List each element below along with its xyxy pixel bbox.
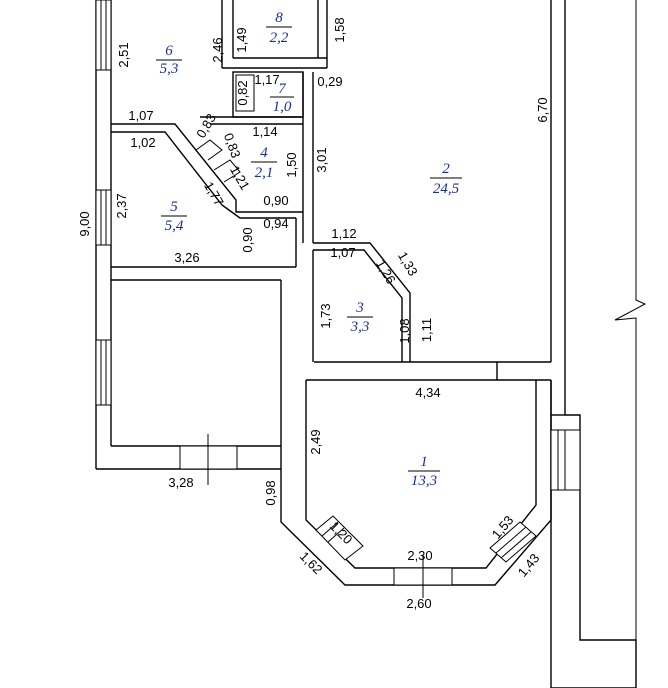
dim-r2-left: 3,01 <box>314 147 329 172</box>
dim-r5-r1: 0,90 <box>240 227 255 252</box>
dim-r4-bottom: 0,90 <box>263 193 288 208</box>
dim-c4-a: 0,83 <box>193 111 219 140</box>
dim-r3-d2: 1,26 <box>373 257 399 286</box>
room-1-area: 13,3 <box>411 473 437 489</box>
room-5-area: 5,4 <box>165 218 184 234</box>
dim-r5-r2: 0,94 <box>263 216 288 231</box>
room-7-area: 1,0 <box>273 99 292 115</box>
dim-c4-c: 1,02 <box>130 135 155 150</box>
window-left-3 <box>95 339 112 406</box>
room-6-number: 6 <box>165 43 173 59</box>
dim-r1-bottom: 2,30 <box>407 548 432 563</box>
dim-r7-right: 0,29 <box>317 74 342 89</box>
outer-walls <box>95 0 647 688</box>
dim-r2-right: 6,70 <box>535 97 550 122</box>
dim-r3-top1: 1,12 <box>331 226 356 241</box>
room-5-number: 5 <box>170 199 178 215</box>
room-labels: 8 2,2 6 5,3 7 1,0 4 2,1 2 24,5 5 5,4 3 3… <box>156 10 462 489</box>
room-6-area: 5,3 <box>160 61 179 77</box>
room-7-number: 7 <box>278 81 287 97</box>
dim-r6-left: 2,51 <box>116 42 131 67</box>
room-8-number: 8 <box>275 10 283 26</box>
dim-r3-r2: 1,11 <box>419 318 434 342</box>
dim-r1-left: 2,49 <box>308 429 323 454</box>
dim-r3-top2: 1,07 <box>330 245 355 260</box>
dim-r7-left: 0,82 <box>235 80 250 105</box>
dim-r1-top: 4,34 <box>415 385 440 400</box>
dim-r7-top: 1,17 <box>254 72 279 87</box>
dim-r6-right: 2,46 <box>210 37 225 62</box>
interior-walls <box>111 0 498 380</box>
room-8-area: 2,2 <box>270 30 289 46</box>
dim-r1-bottom2: 2,60 <box>406 596 431 611</box>
window-bay-left <box>315 515 364 561</box>
windows <box>95 0 581 598</box>
dim-total-left: 9,00 <box>77 211 92 236</box>
dim-r1-dl2: 1,62 <box>297 549 326 578</box>
room-3-number: 3 <box>355 300 364 316</box>
dim-r3-d1: 1,33 <box>395 249 421 278</box>
room-1-number: 1 <box>420 454 428 470</box>
dim-c4-top: 1,07 <box>128 108 153 123</box>
dim-r5-left: 2,37 <box>114 193 129 218</box>
room-2-number: 2 <box>442 161 450 177</box>
dim-r3-left: 1,73 <box>318 303 333 328</box>
dim-r1-dr2: 1,43 <box>515 551 543 580</box>
dim-r4-right: 1,50 <box>284 152 299 177</box>
dim-lower-bottom: 3,28 <box>168 475 193 490</box>
room-2-area: 24,5 <box>433 181 460 197</box>
window-bay-right <box>489 521 537 563</box>
dim-r5-bottom: 3,26 <box>174 250 199 265</box>
window-left-1 <box>95 0 112 71</box>
room-4-area: 2,1 <box>255 165 274 181</box>
dim-r8-right: 1,58 <box>332 17 347 42</box>
dim-r3-r1: 1,08 <box>397 318 412 343</box>
dim-c4-b: 0,83 <box>221 131 244 160</box>
room-3-area: 3,3 <box>350 319 370 335</box>
room-4-number: 4 <box>260 145 268 161</box>
dim-r8-left: 1,49 <box>234 27 249 52</box>
dim-lower-side: 0,98 <box>263 480 278 505</box>
dim-r7-bottom: 1,14 <box>252 124 277 139</box>
window-left-2 <box>95 189 112 246</box>
